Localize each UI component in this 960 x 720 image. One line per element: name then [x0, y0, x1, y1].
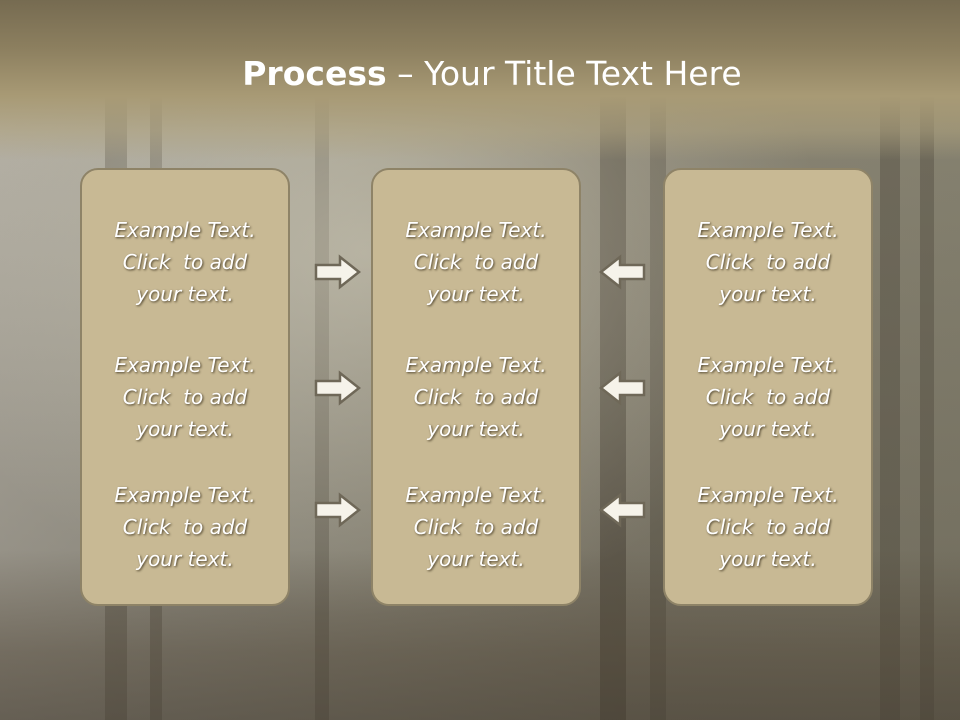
tree-trunk	[650, 0, 666, 720]
text-line: your text.	[427, 417, 525, 441]
left-arrow-icon[interactable]	[598, 370, 646, 406]
text-line: Example Text.	[405, 353, 547, 377]
text-line: Example Text.	[697, 483, 839, 507]
text-line: your text.	[719, 547, 817, 571]
text-line: Example Text.	[114, 483, 256, 507]
title-band	[0, 0, 960, 160]
process-box-left[interactable]: Example Text. Click to add your text. Ex…	[80, 168, 290, 606]
slide-title[interactable]: Process – Your Title Text Here	[0, 52, 960, 96]
text-line: Click to add	[705, 250, 831, 274]
placeholder-text[interactable]: Example Text. Click to add your text.	[665, 214, 871, 310]
process-box-right[interactable]: Example Text. Click to add your text. Ex…	[663, 168, 873, 606]
text-line: Example Text.	[114, 353, 256, 377]
tree-trunk	[880, 0, 900, 720]
text-line: your text.	[719, 417, 817, 441]
title-rest: – Your Title Text Here	[386, 54, 742, 93]
placeholder-text[interactable]: Example Text. Click to add your text.	[665, 349, 871, 445]
text-line: Click to add	[705, 515, 831, 539]
text-line: Click to add	[413, 385, 539, 409]
text-line: your text.	[136, 547, 234, 571]
text-line: Click to add	[122, 385, 248, 409]
text-line: Example Text.	[405, 218, 547, 242]
text-line: your text.	[427, 547, 525, 571]
text-line: Example Text.	[405, 483, 547, 507]
tree-trunk	[315, 0, 329, 720]
placeholder-text[interactable]: Example Text. Click to add your text.	[373, 349, 579, 445]
text-line: Click to add	[413, 515, 539, 539]
right-arrow-icon[interactable]	[314, 254, 362, 290]
placeholder-text[interactable]: Example Text. Click to add your text.	[82, 349, 288, 445]
text-line: Example Text.	[114, 218, 256, 242]
right-arrow-icon[interactable]	[314, 370, 362, 406]
text-line: your text.	[427, 282, 525, 306]
title-bold: Process	[242, 54, 387, 93]
text-line: your text.	[136, 282, 234, 306]
text-line: Click to add	[122, 515, 248, 539]
text-line: Click to add	[122, 250, 248, 274]
text-line: your text.	[136, 417, 234, 441]
tree-trunk	[920, 0, 934, 720]
placeholder-text[interactable]: Example Text. Click to add your text.	[82, 479, 288, 575]
text-line: Click to add	[413, 250, 539, 274]
process-box-middle[interactable]: Example Text. Click to add your text. Ex…	[371, 168, 581, 606]
placeholder-text[interactable]: Example Text. Click to add your text.	[665, 479, 871, 575]
text-line: your text.	[719, 282, 817, 306]
placeholder-text[interactable]: Example Text. Click to add your text.	[373, 479, 579, 575]
placeholder-text[interactable]: Example Text. Click to add your text.	[373, 214, 579, 310]
text-line: Click to add	[705, 385, 831, 409]
placeholder-text[interactable]: Example Text. Click to add your text.	[82, 214, 288, 310]
text-line: Example Text.	[697, 218, 839, 242]
left-arrow-icon[interactable]	[598, 254, 646, 290]
right-arrow-icon[interactable]	[314, 492, 362, 528]
left-arrow-icon[interactable]	[598, 492, 646, 528]
text-line: Example Text.	[697, 353, 839, 377]
